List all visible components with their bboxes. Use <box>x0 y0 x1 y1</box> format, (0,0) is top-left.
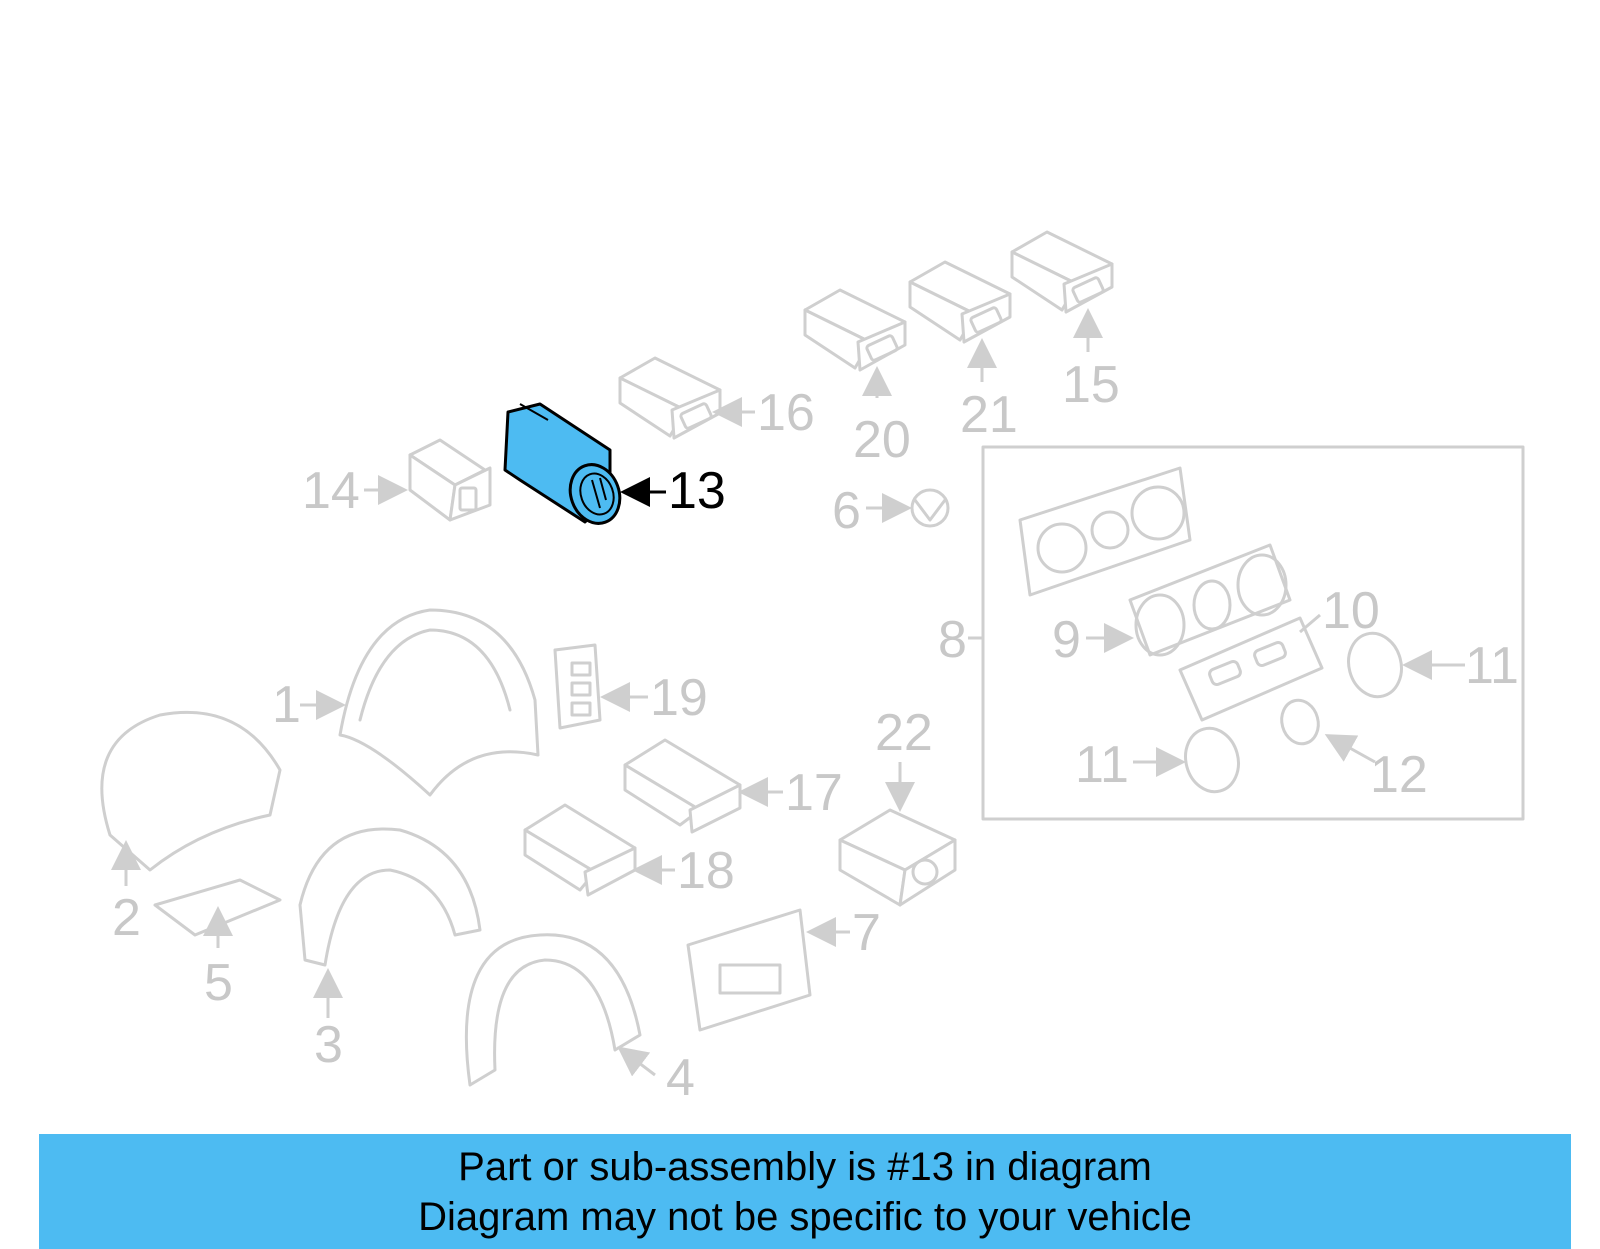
callout-13: 13 <box>620 462 726 520</box>
part-21-switch[interactable] <box>908 260 1012 344</box>
label-2: 2 <box>112 889 141 947</box>
part-19-switch[interactable] <box>553 643 602 730</box>
label-22: 22 <box>875 704 933 762</box>
label-4: 4 <box>666 1049 695 1107</box>
callout-7: 7 <box>806 904 881 962</box>
label-18: 18 <box>677 842 735 900</box>
callout-16: 16 <box>712 384 815 442</box>
part-3-shroud[interactable] <box>298 827 482 967</box>
callout-22: 22 <box>875 704 933 812</box>
part-6-clip[interactable] <box>910 488 950 528</box>
part-2-shroud[interactable] <box>100 710 282 872</box>
label-6: 6 <box>832 482 861 540</box>
label-11-lower: 11 <box>1075 736 1129 794</box>
info-banner: Part or sub-assembly is #13 in diagram D… <box>39 1134 1571 1249</box>
callout-15: 15 <box>1062 308 1120 414</box>
label-11-right: 11 <box>1465 637 1519 695</box>
part-18-switch[interactable] <box>523 803 637 897</box>
label-8: 8 <box>938 611 967 669</box>
label-3: 3 <box>314 1016 343 1074</box>
callout-17: 17 <box>738 764 843 822</box>
banner-line-2: Diagram may not be specific to your vehi… <box>418 1195 1192 1239</box>
callout-21: 21 <box>960 338 1018 444</box>
callout-9: 9 <box>1052 611 1134 669</box>
label-1: 1 <box>272 676 301 734</box>
callout-12: 12 <box>1324 734 1428 804</box>
label-15: 15 <box>1062 356 1120 414</box>
label-20: 20 <box>853 411 911 469</box>
callout-10: 10 <box>1299 582 1380 640</box>
label-16: 16 <box>757 384 815 442</box>
banner-line-1: Part or sub-assembly is #13 in diagram <box>458 1145 1152 1189</box>
label-19: 19 <box>650 669 708 727</box>
label-17: 17 <box>785 764 843 822</box>
label-14: 14 <box>302 462 360 520</box>
label-9: 9 <box>1052 611 1081 669</box>
label-10: 10 <box>1322 582 1380 640</box>
callout-18: 18 <box>632 842 735 900</box>
callout-3: 3 <box>313 968 343 1074</box>
part-17-switch[interactable] <box>623 738 742 834</box>
callout-4: 4 <box>617 1046 695 1107</box>
part-15-switch[interactable] <box>1010 230 1114 314</box>
callout-8: 8 <box>938 611 983 669</box>
callout-5: 5 <box>203 906 233 1012</box>
part-1-instrument-cluster[interactable] <box>338 608 540 797</box>
label-7: 7 <box>852 904 881 962</box>
callout-1: 1 <box>272 676 346 734</box>
callout-6: 6 <box>832 482 912 540</box>
part-4-shroud[interactable] <box>464 933 642 1087</box>
part-7-control-panel[interactable] <box>686 908 812 1032</box>
callout-11-right: 11 <box>1402 637 1519 695</box>
part-16-switch[interactable] <box>618 356 722 440</box>
part-20-switch[interactable] <box>803 288 907 372</box>
part-22-module[interactable] <box>838 808 957 907</box>
callout-20: 20 <box>853 366 911 469</box>
label-21: 21 <box>960 386 1018 444</box>
label-12: 12 <box>1370 746 1428 804</box>
callout-14: 14 <box>302 462 408 520</box>
callout-19: 19 <box>600 669 708 727</box>
label-13: 13 <box>668 462 726 520</box>
callout-2: 2 <box>111 840 141 947</box>
part-14-switch[interactable] <box>408 438 492 522</box>
part-8-control-assembly-box[interactable] <box>981 445 1525 821</box>
callout-11-lower: 11 <box>1075 736 1186 794</box>
label-5: 5 <box>204 954 233 1012</box>
part-13-highlighted[interactable] <box>503 402 628 530</box>
